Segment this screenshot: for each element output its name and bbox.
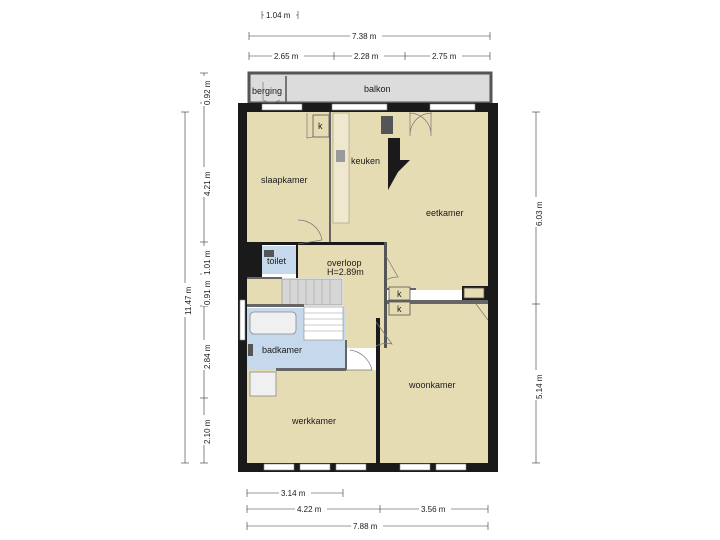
dim-left-1: 0.92 m [203, 80, 212, 105]
dim-left-5: 2.84 m [203, 344, 212, 369]
dimension-labels: 1.04 m 7.38 m 2.65 m 2.28 m 2.75 m 11.47… [183, 10, 544, 531]
dim-top-3a: 2.65 m [274, 52, 299, 61]
toilet-label: toilet [267, 256, 287, 266]
overloop-height-label: H=2.89m [327, 267, 364, 277]
dim-right-2: 5.14 m [535, 374, 544, 399]
keuken-floor [331, 112, 488, 242]
balcony-inner [252, 76, 488, 100]
badkamer-label: badkamer [262, 345, 302, 355]
room-floors [247, 112, 488, 463]
windows [239, 103, 476, 471]
wall-left [238, 103, 247, 472]
closets [312, 114, 485, 316]
keuken-label: keuken [351, 156, 380, 166]
dim-right-1: 6.03 m [535, 201, 544, 226]
kast-label-2: k [397, 289, 402, 299]
kast-label-1: k [318, 121, 323, 131]
balkon-label: balkon [364, 84, 391, 94]
werkkamer-label: werkkamer [291, 416, 336, 426]
kast-label-3: k [397, 304, 402, 314]
dim-left-total: 11.47 m [184, 286, 193, 315]
dim-top-1: 1.04 m [266, 11, 291, 20]
dim-left-2: 4.21 m [203, 171, 212, 196]
wall-bottom [238, 463, 498, 472]
woonkamer-floor [380, 304, 488, 463]
bath-fixtures [248, 250, 297, 397]
eetkamer-label: eetkamer [426, 208, 464, 218]
dim-top-3b: 2.28 m [354, 52, 379, 61]
dim-left-6: 2.10 m [203, 419, 212, 444]
kitchen-counter [332, 112, 410, 224]
wall-right [488, 103, 498, 472]
dim-bottom-2a: 4.22 m [297, 505, 322, 514]
dim-bottom-1: 3.14 m [281, 489, 306, 498]
dim-top-3c: 2.75 m [432, 52, 457, 61]
dim-left-3: 1.01 m [203, 250, 212, 275]
overloop-label: overloop [327, 258, 362, 268]
room-labels: berging balkon slaapkamer keuken eetkame… [252, 84, 464, 426]
dim-bottom-2b: 3.56 m [421, 505, 446, 514]
stairs [281, 278, 344, 341]
berging-label: berging [252, 86, 282, 96]
dim-left-4: 0.91 m [203, 280, 212, 305]
dim-bottom-3: 7.88 m [353, 522, 378, 531]
eetkamer-floor [385, 240, 488, 290]
overloop-floor [298, 244, 384, 278]
woonkamer-label: woonkamer [408, 380, 456, 390]
slaapkamer-label: slaapkamer [261, 175, 308, 185]
dim-top-2: 7.38 m [352, 32, 377, 41]
landing-floor [247, 279, 282, 304]
